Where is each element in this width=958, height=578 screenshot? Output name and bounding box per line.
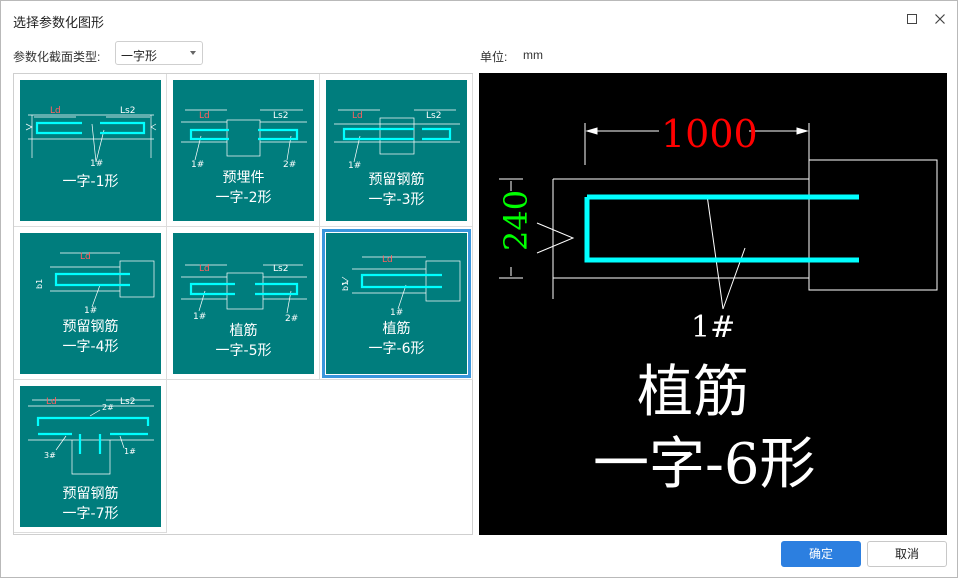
shape-thumbnail: Ld Ls2 1# 预留钢筋 一字-3形 xyxy=(326,80,467,221)
shape-item[interactable]: Ld Ls2 1# 一字-1形 xyxy=(14,74,167,227)
bar-mark: 1# xyxy=(124,447,136,456)
dim-label-ld: Ld xyxy=(199,264,210,274)
bar-mark: 1# xyxy=(191,160,204,170)
shape-item[interactable]: Ld b1 1# 预留钢筋 一字-4形 xyxy=(14,227,167,380)
maximize-button[interactable] xyxy=(903,10,921,28)
shape-caption-line1: 预埋件 xyxy=(222,170,265,186)
shape-thumbnail: Ld Ls2 1# 2# 植筋 一字-5形 xyxy=(173,233,314,374)
bar-mark: 1# xyxy=(84,306,97,316)
preview-title-line2: 一字-6形 xyxy=(593,432,816,497)
shape-caption-line2: 一字-3形 xyxy=(368,192,425,208)
dim-label-ld: Ld xyxy=(80,252,91,262)
shape-caption-line2: 一字-5形 xyxy=(215,343,272,359)
shape-diagram: Ld Ls2 2# 3# 1# xyxy=(28,397,154,475)
ok-button[interactable]: 确定 xyxy=(781,541,861,567)
cancel-button[interactable]: 取消 xyxy=(867,541,947,567)
shape-diagram: Ld Ls2 1# 2# xyxy=(181,109,307,170)
shape-caption-line2: 一字-4形 xyxy=(62,339,119,355)
shape-thumbnail: Ld Ls2 1# 一字-1形 xyxy=(20,80,161,221)
preview-diagram: 1000 240 1# 植筋 一字-6形 xyxy=(497,112,938,497)
dim-label-ld: Ld xyxy=(50,106,61,116)
bar-mark-label: 1# xyxy=(691,310,735,345)
preview-title-line1: 植筋 xyxy=(637,360,749,425)
shape-item[interactable]: Ld Ls2 1# 2# 植筋 一字-5形 xyxy=(167,227,320,380)
section-type-select[interactable]: 一字形 xyxy=(115,41,203,65)
bar-mark: 3# xyxy=(44,451,56,460)
dim-label-ld: Ld xyxy=(352,111,363,121)
shape-item[interactable]: Ld b1 1# 植筋 一字-6形 xyxy=(320,227,473,380)
shape-diagram: Ld Ls2 1# xyxy=(334,109,460,171)
dim-length-label: 1000 xyxy=(661,112,758,156)
dim-label-ld: Ld xyxy=(199,111,210,121)
shape-thumbnail: Ld b1 1# 植筋 一字-6形 xyxy=(322,229,471,378)
bar-mark: 1# xyxy=(348,161,361,171)
bar-mark: 2# xyxy=(102,403,114,412)
shape-caption-line1: 一字-1形 xyxy=(62,174,119,190)
bar-mark: 1# xyxy=(193,312,206,322)
shape-caption-line1: 预留钢筋 xyxy=(368,172,425,188)
dim-label-ls2: Ls2 xyxy=(120,397,135,407)
dim-label-b1: b1 xyxy=(341,281,350,291)
shape-caption-line2: 一字-2形 xyxy=(215,190,272,206)
shape-item[interactable]: Ld Ls2 1# 2# 预埋件 一字-2形 xyxy=(167,74,320,227)
dim-label-b1: b1 xyxy=(35,279,44,289)
bar-mark: 2# xyxy=(285,314,298,324)
dialog-title: 选择参数化图形 xyxy=(13,15,105,30)
dim-label-ls2: Ls2 xyxy=(120,106,135,116)
shape-caption-line1: 预留钢筋 xyxy=(62,486,119,502)
unit-label: 单位: xyxy=(480,50,508,64)
shape-thumbnail: Ld Ls2 1# 2# 预埋件 一字-2形 xyxy=(173,80,314,221)
shape-caption-line1: 预留钢筋 xyxy=(62,319,119,335)
chevron-down-icon xyxy=(190,51,196,55)
shape-grid: Ld Ls2 1# 一字-1形 xyxy=(13,73,473,535)
shape-preview: 1000 240 1# 植筋 一字-6形 xyxy=(479,73,947,535)
section-type-label: 参数化截面类型: xyxy=(13,50,101,64)
shape-diagram: Ld b1 1# xyxy=(341,255,461,318)
bar-mark: 1# xyxy=(390,308,403,318)
dim-label-ls2: Ls2 xyxy=(273,264,288,274)
shape-caption-line2: 一字-6形 xyxy=(368,341,425,357)
shape-thumbnail: Ld b1 1# 预留钢筋 一字-4形 xyxy=(20,233,161,374)
bar-mark: 2# xyxy=(283,160,296,170)
close-button[interactable] xyxy=(931,10,949,28)
dim-label-ld: Ld xyxy=(382,255,393,265)
shape-diagram: Ld Ls2 1# 2# xyxy=(181,264,307,324)
shape-diagram: Ld b1 1# xyxy=(35,252,155,316)
unit-value: mm xyxy=(523,48,543,62)
close-icon xyxy=(935,14,945,24)
shape-item[interactable]: Ld Ls2 2# 3# 1# 预留钢筋 一字-7形 xyxy=(14,380,167,533)
shape-caption-line1: 植筋 xyxy=(382,321,411,337)
shape-item[interactable]: Ld Ls2 1# 预留钢筋 一字-3形 xyxy=(320,74,473,227)
shape-caption-line2: 一字-7形 xyxy=(62,506,119,522)
dim-thickness-label: 240 xyxy=(497,190,535,251)
shape-diagram: Ld Ls2 1# xyxy=(25,106,157,169)
maximize-icon xyxy=(907,14,917,24)
dim-label-ls2: Ls2 xyxy=(426,111,441,121)
dim-label-ld: Ld xyxy=(46,397,57,407)
dim-label-ls2: Ls2 xyxy=(273,111,288,121)
section-type-value: 一字形 xyxy=(121,49,158,63)
shape-caption-line1: 植筋 xyxy=(229,323,258,339)
bar-mark: 1# xyxy=(90,159,103,169)
shape-thumbnail: Ld Ls2 2# 3# 1# 预留钢筋 一字-7形 xyxy=(20,386,161,527)
